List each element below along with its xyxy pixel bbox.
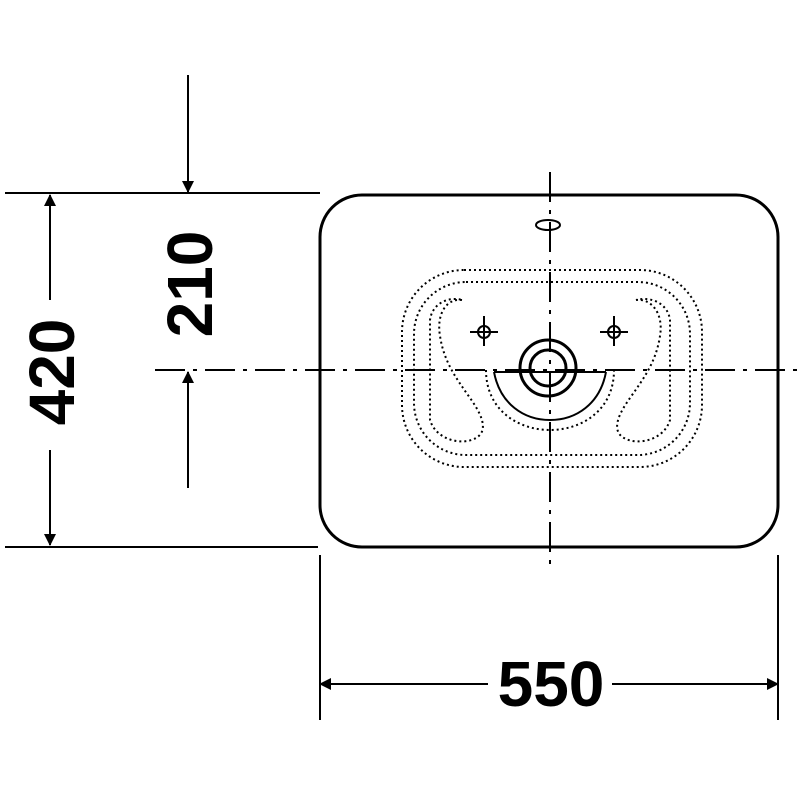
dimension-center-offset: 210 — [154, 75, 226, 488]
drain — [518, 338, 578, 398]
dimension-width-label: 550 — [498, 648, 605, 720]
overflow-hole — [535, 219, 561, 231]
dimension-depth: 420 — [16, 194, 88, 546]
basin-bowl — [401, 269, 703, 468]
dimension-depth-label: 420 — [16, 319, 88, 426]
tap-hole-left — [470, 316, 498, 352]
center-lines — [155, 172, 800, 565]
tap-hole-right — [600, 316, 628, 352]
dimension-width: 550 — [319, 648, 779, 722]
extension-lines — [5, 192, 779, 720]
dimension-center-offset-label: 210 — [154, 231, 226, 338]
